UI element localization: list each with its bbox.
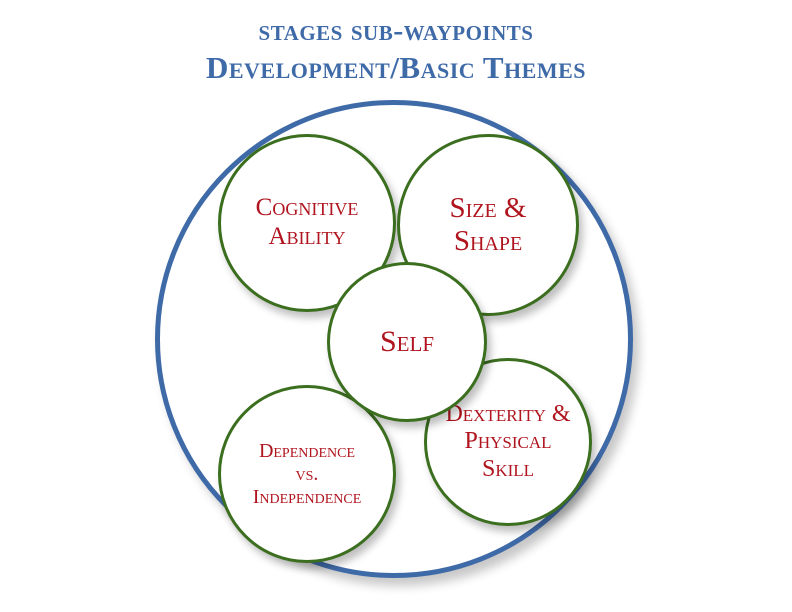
node-self-label: Self	[380, 325, 434, 360]
node-cognitive-ability-label: Cognitive Ability	[256, 194, 359, 252]
node-label-line: Physical	[464, 428, 552, 455]
node-label-line: Cognitive	[255, 194, 359, 222]
node-label-line: Dexterity &	[445, 400, 571, 427]
node-label-line: Self	[379, 324, 435, 358]
node-label-line: Size &	[449, 191, 527, 224]
node-label-line: Shape	[453, 225, 523, 257]
node-self: Self	[327, 262, 487, 422]
node-dexterity-physical-skill: Dexterity & Physical Skill	[424, 358, 592, 526]
node-label-line: Ability	[268, 223, 346, 250]
node-label-line: vs.	[295, 462, 319, 485]
title-line-2: Development/Basic Themes	[205, 50, 587, 85]
node-dependence-independence-label: Dependence vs. Independence	[253, 440, 362, 509]
node-label-line: Independence	[252, 485, 362, 508]
node-label-line: Skill	[481, 455, 535, 482]
node-cognitive-ability: Cognitive Ability	[218, 134, 396, 312]
title-line-1: stages sub-waypoints	[258, 14, 534, 47]
node-dependence-independence: Dependence vs. Independence	[218, 385, 396, 563]
node-size-shape-label: Size & Shape	[449, 192, 526, 259]
node-dexterity-physical-skill-label: Dexterity & Physical Skill	[445, 401, 570, 484]
node-label-line: Dependence	[258, 439, 356, 462]
